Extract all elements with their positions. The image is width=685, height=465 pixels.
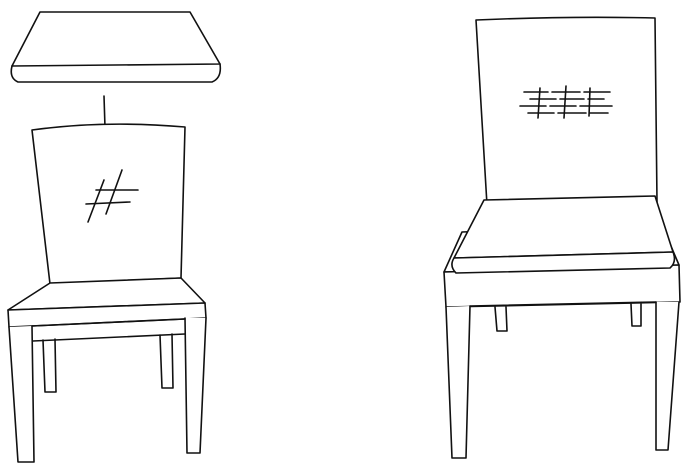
chair-back-legs <box>43 334 173 392</box>
chair-front-legs <box>9 318 206 462</box>
chair-back <box>32 124 185 284</box>
right-panel <box>444 17 680 458</box>
installed-cushion <box>452 196 675 273</box>
chair-icon <box>476 17 657 205</box>
left-panel <box>8 12 220 462</box>
chair-front-legs-right <box>446 302 679 458</box>
cushion-icon <box>11 12 220 82</box>
chair-back-legs-right <box>495 304 641 331</box>
